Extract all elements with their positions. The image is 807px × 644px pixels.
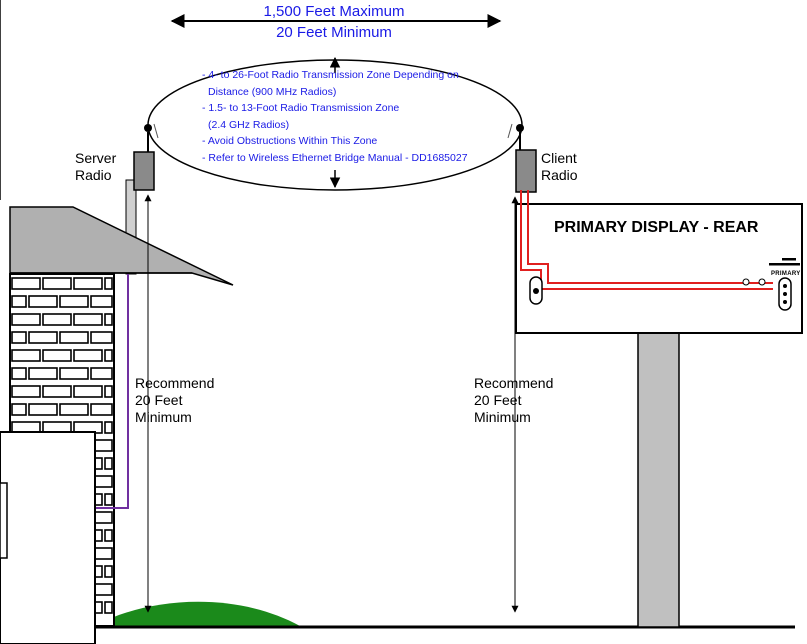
display-cable <box>520 190 773 290</box>
brick <box>11 367 27 380</box>
brick <box>42 349 72 362</box>
brick <box>104 385 113 398</box>
brick <box>73 313 103 326</box>
brand-bar-top <box>782 258 796 261</box>
brick <box>28 403 58 416</box>
brick <box>59 295 89 308</box>
server-radio <box>133 123 159 191</box>
height-label-line: 20 Feet <box>474 392 522 408</box>
zone-note: (2.4 GHz Radios) <box>208 118 290 131</box>
brick <box>73 385 103 398</box>
brick <box>11 403 27 416</box>
brick <box>90 295 113 308</box>
client-radio-label: Client Radio <box>541 150 578 184</box>
zone-note: - Avoid Obstructions Within This Zone <box>202 135 378 147</box>
brick <box>73 277 103 290</box>
height-label-line: 20 Feet <box>135 392 183 408</box>
brick <box>104 457 113 470</box>
distance-min-label: 20 Feet Minimum <box>276 24 392 41</box>
brick <box>104 421 113 434</box>
height-label-line: Recommend <box>474 375 554 391</box>
height-label-line: Recommend <box>135 375 215 391</box>
display-title: PRIMARY DISPLAY - REAR <box>554 219 759 236</box>
brick <box>11 277 41 290</box>
server-label-line: Radio <box>75 167 112 183</box>
brick <box>104 349 113 362</box>
client-radio <box>507 123 537 193</box>
brick <box>28 295 58 308</box>
brick <box>59 331 89 344</box>
client-label-line: Client <box>541 150 577 166</box>
server-mast <box>125 179 137 275</box>
display-cabinet <box>515 203 803 334</box>
brick <box>42 313 72 326</box>
zone-note: - Refer to Wireless Ethernet Bridge Manu… <box>202 151 468 164</box>
brick <box>90 403 113 416</box>
indoor-panel <box>0 431 96 644</box>
client-label-line: Radio <box>541 167 578 183</box>
roof <box>9 206 234 286</box>
server-radio-label: Server Radio <box>75 150 116 184</box>
brick <box>11 349 41 362</box>
brick <box>104 277 113 290</box>
brick <box>104 493 113 506</box>
brick <box>11 385 41 398</box>
zone-note: - 4- to 26-Foot Radio Transmission Zone … <box>202 69 459 81</box>
display-connector-left <box>529 276 543 305</box>
display-connector-right <box>778 277 792 311</box>
display-led-1 <box>742 278 750 286</box>
server-label-line: Server <box>75 150 117 166</box>
brick <box>28 367 58 380</box>
brick <box>59 367 89 380</box>
brick <box>90 367 113 380</box>
brick <box>104 565 113 578</box>
brick <box>11 313 41 326</box>
brick <box>104 313 113 326</box>
zone-note: - 1.5- to 13-Foot Radio Transmission Zon… <box>202 102 400 114</box>
display-post <box>637 332 680 628</box>
zone-notes: - 4- to 26-Foot Radio Transmission Zone … <box>202 67 492 166</box>
brick <box>42 277 72 290</box>
brick <box>73 349 103 362</box>
display-brand: PRIMARY <box>771 271 801 277</box>
brand-bar-bottom <box>769 263 800 266</box>
brick <box>28 331 58 344</box>
height-label-line: Minimum <box>135 409 192 425</box>
grass <box>95 601 300 626</box>
brick <box>11 331 27 344</box>
brick <box>11 295 27 308</box>
brick <box>59 403 89 416</box>
zone-note: Distance (900 MHz Radios) <box>208 85 337 98</box>
height-label-line: Minimum <box>474 409 531 425</box>
brick <box>104 601 113 614</box>
distance-max-label: 1,500 Feet Maximum <box>263 3 405 20</box>
brick <box>104 529 113 542</box>
brick <box>90 331 113 344</box>
brick <box>42 385 72 398</box>
height-label-left: Recommend 20 Feet Minimum <box>135 375 214 426</box>
display-led-2 <box>758 278 766 286</box>
height-label-right: Recommend 20 Feet Minimum <box>474 375 553 426</box>
